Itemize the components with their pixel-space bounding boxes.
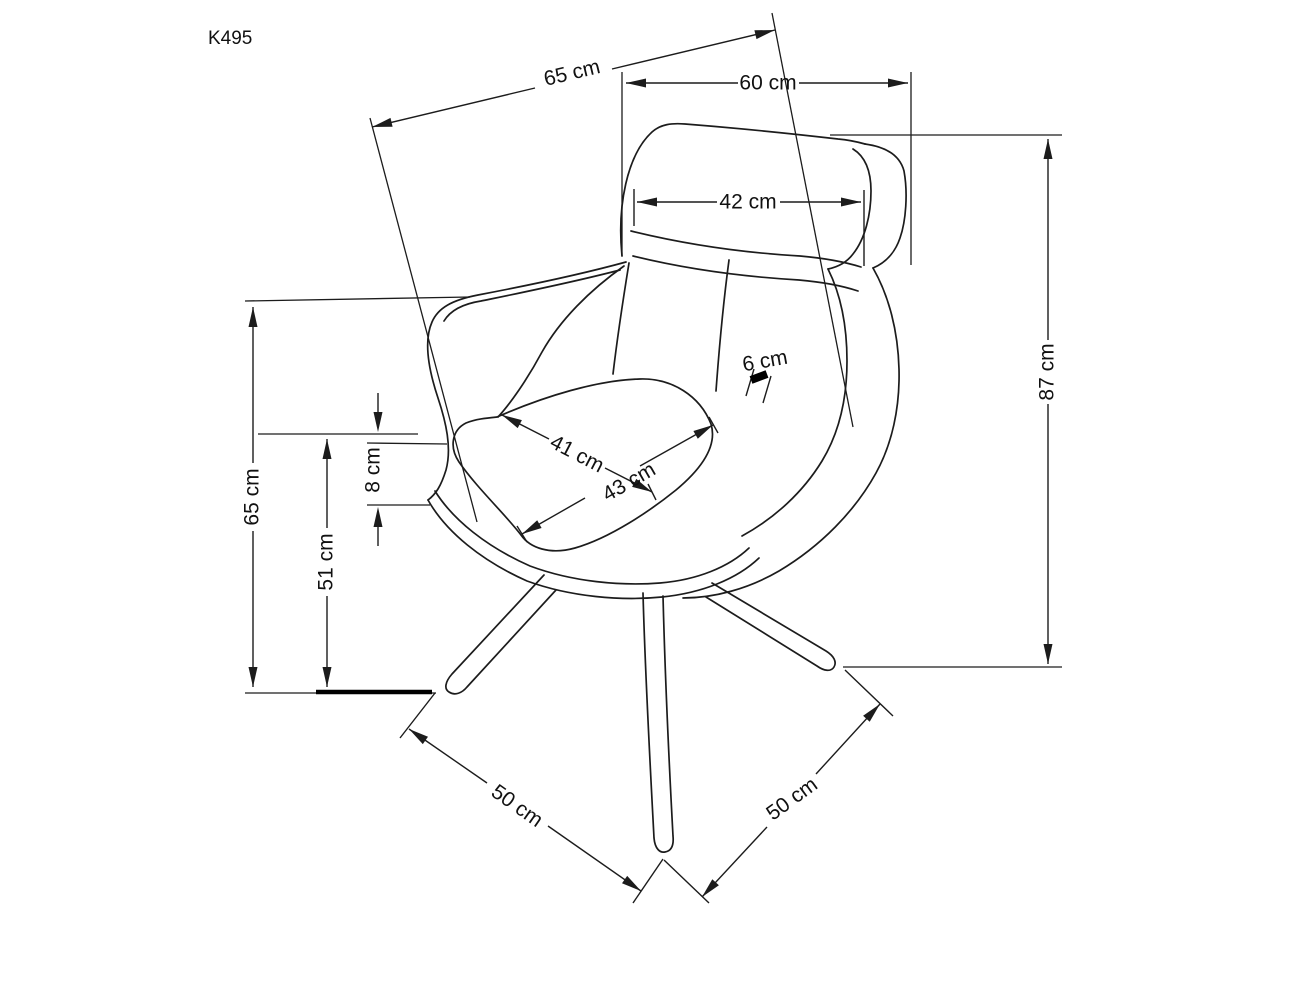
dimension-seat-height: 51 cm xyxy=(258,433,418,687)
extension-line xyxy=(244,296,471,302)
dimension-gap-seat-to-shell: 6 cm xyxy=(741,346,790,404)
right-arm-inner-path xyxy=(741,268,848,537)
backrest-seam-upper-path xyxy=(630,230,862,268)
extension-line xyxy=(366,442,448,445)
dim-base-span-right-label: 50 cm xyxy=(762,773,822,825)
dimension-line-segment xyxy=(611,29,776,70)
dim-gap-label: 6 cm xyxy=(741,346,790,377)
extension-tick xyxy=(708,416,719,434)
arrowhead xyxy=(322,667,332,687)
filled-dimension-bar xyxy=(749,370,769,384)
dim-depth-diagonal-label: 65 cm xyxy=(542,55,603,91)
arrowhead xyxy=(372,117,393,127)
arrowhead xyxy=(248,667,258,687)
arrowhead xyxy=(693,425,713,439)
arrowhead xyxy=(502,415,522,429)
dimension-cushion-thickness: 8 cm xyxy=(362,393,448,546)
dim-seat-depth-label: 43 cm xyxy=(598,458,659,507)
dim-base-span-left-label: 50 cm xyxy=(487,780,547,832)
arrowhead xyxy=(888,78,908,88)
left-arm-inner-sweep-path xyxy=(497,265,625,418)
dimension-armrest-height: 65 cm xyxy=(241,296,471,695)
front-left-leg-path xyxy=(445,574,557,695)
shell-rim-outer-path xyxy=(427,499,760,600)
backrest-center-seam-right-path xyxy=(715,259,730,392)
dim-seat-width-label: 41 cm xyxy=(546,431,607,478)
right-ear-inner-path xyxy=(827,148,872,270)
dimension-line-segment xyxy=(371,87,536,128)
backrest-center-seam-left-path xyxy=(612,262,630,375)
dim-cushion-thickness-label: 8 cm xyxy=(362,447,385,493)
chair-outline xyxy=(426,122,907,853)
backrest-outer-path xyxy=(619,122,866,257)
arrowhead xyxy=(1043,139,1053,159)
front-center-leg-path xyxy=(642,592,675,853)
rear-right-leg-path xyxy=(705,582,836,672)
arrowhead xyxy=(373,412,383,432)
arrowhead xyxy=(373,507,383,527)
dim-overall-width-label: 60 cm xyxy=(739,72,796,95)
dim-seat-height-label: 51 cm xyxy=(315,533,338,590)
shell-rim-inner-path xyxy=(434,490,750,585)
arrowhead xyxy=(626,78,646,88)
arrowhead xyxy=(248,307,258,327)
extension-tick xyxy=(632,858,664,904)
arrowhead xyxy=(1043,644,1053,664)
arrowhead xyxy=(322,439,332,459)
extension-tick xyxy=(663,859,710,904)
dimension-base-span-right: 50 cm xyxy=(663,669,894,904)
backrest-seam-lower-path xyxy=(632,255,859,292)
seat-cushion-path xyxy=(452,378,714,552)
extension-tick xyxy=(745,368,755,397)
extension-line xyxy=(771,12,854,428)
arrowhead xyxy=(522,520,542,534)
arrowhead xyxy=(702,879,719,897)
extension-tick xyxy=(844,669,894,717)
arrowhead xyxy=(637,197,657,207)
extension-tick xyxy=(399,692,436,739)
arrowhead xyxy=(863,704,880,722)
dim-armrest-height-label: 65 cm xyxy=(241,468,264,525)
arrowhead xyxy=(622,875,641,891)
right-side-outer-path xyxy=(682,267,900,599)
right-ear-outer-path xyxy=(864,143,907,269)
model-label: K495 xyxy=(208,28,252,49)
dimension-overall-height: 87 cm xyxy=(830,134,1062,668)
arrowhead xyxy=(841,197,861,207)
dimension-backrest-width: 42 cm xyxy=(633,189,865,266)
dim-overall-height-label: 87 cm xyxy=(1036,343,1059,400)
arrowhead xyxy=(632,478,652,492)
dimension-base-span-left: 50 cm xyxy=(399,692,664,904)
dimension-overall-width: 60 cm xyxy=(621,72,912,265)
extension-tick xyxy=(762,375,772,404)
left-arm-under-edge-path xyxy=(443,269,621,322)
dim-backrest-width-label: 42 cm xyxy=(719,191,776,214)
arrowhead xyxy=(409,729,428,745)
arrowhead xyxy=(754,30,775,40)
extension-line xyxy=(369,117,478,523)
